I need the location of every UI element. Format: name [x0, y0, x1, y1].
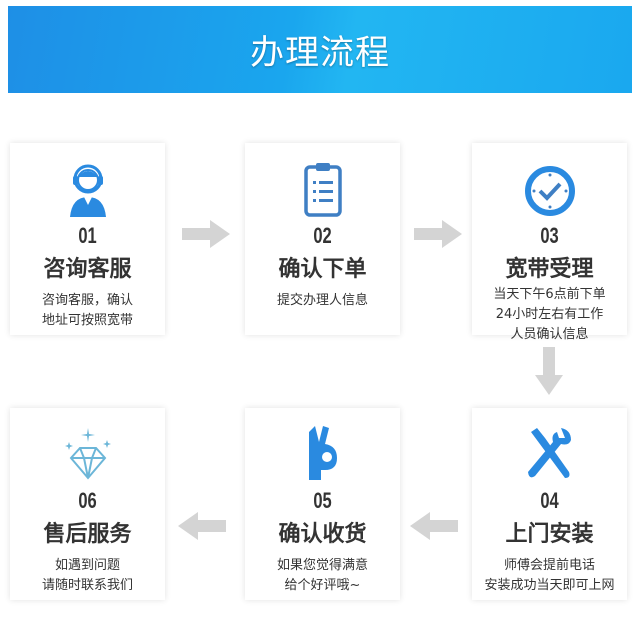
step-card-02: 02 确认下单 提交办理人信息: [245, 143, 400, 335]
step-title: 售后服务: [43, 522, 132, 547]
desc-line: 24小时左右有工作: [495, 307, 604, 322]
step-description: 提交办理人信息: [245, 291, 400, 311]
desc-line: 安装成功当天即可上网: [484, 578, 615, 593]
ok-hand-icon: [245, 420, 400, 482]
diamond-icon: [10, 420, 165, 482]
customer-service-icon: [10, 155, 165, 217]
arrow-left-icon: [410, 512, 458, 540]
step-description: 如遇到问题请随时联系我们: [10, 556, 165, 596]
tools-icon: [472, 420, 627, 482]
step-description: 咨询客服，确认地址可按照宽带: [10, 291, 165, 331]
desc-line: 咨询客服，确认: [41, 293, 133, 308]
clock-check-icon: [472, 155, 627, 217]
step-number: 04: [540, 488, 559, 513]
step-title: 宽带受理: [505, 257, 594, 282]
desc-line: 给个好评哦~: [284, 578, 361, 593]
step-description: 师傅会提前电话安装成功当天即可上网: [472, 556, 627, 596]
desc-line: 提交办理人信息: [276, 293, 368, 308]
desc-line: 请随时联系我们: [41, 578, 133, 593]
step-number: 01: [78, 223, 97, 248]
step-card-04: 04 上门安装 师傅会提前电话安装成功当天即可上网: [472, 408, 627, 600]
header-banner: 办理流程: [8, 6, 632, 93]
step-number: 02: [313, 223, 332, 248]
step-title: 确认收货: [278, 522, 367, 547]
step-title: 上门安装: [505, 522, 594, 547]
desc-line: 如果您觉得满意: [276, 558, 368, 573]
step-number: 06: [78, 488, 97, 513]
step-description: 如果您觉得满意给个好评哦~: [245, 556, 400, 596]
arrow-left-icon: [178, 512, 226, 540]
page-title: 办理流程: [250, 33, 390, 73]
desc-line: 如遇到问题: [54, 558, 120, 573]
arrow-right-icon: [182, 220, 230, 248]
arrow-down-icon: [535, 347, 563, 395]
step-title: 确认下单: [278, 257, 367, 282]
arrow-right-icon: [414, 220, 462, 248]
step-card-03: 03 宽带受理 当天下午6点前下单 24小时左右有工作人员确认信息: [472, 143, 627, 342]
clipboard-icon: [245, 155, 400, 217]
step-number: 03: [540, 223, 559, 248]
desc-line: 当天下午6点前下单: [493, 287, 606, 302]
desc-line: 人员确认信息: [510, 327, 589, 342]
step-number: 05: [313, 488, 332, 513]
step-card-05: 05 确认收货 如果您觉得满意给个好评哦~: [245, 408, 400, 600]
step-title: 咨询客服: [43, 257, 132, 282]
step-card-01: 01 咨询客服 咨询客服，确认地址可按照宽带: [10, 143, 165, 335]
step-description: 当天下午6点前下单 24小时左右有工作人员确认信息: [472, 285, 627, 345]
desc-line: 师傅会提前电话: [503, 558, 595, 573]
step-card-06: 06 售后服务 如遇到问题请随时联系我们: [10, 408, 165, 600]
desc-line: 地址可按照宽带: [41, 313, 133, 328]
